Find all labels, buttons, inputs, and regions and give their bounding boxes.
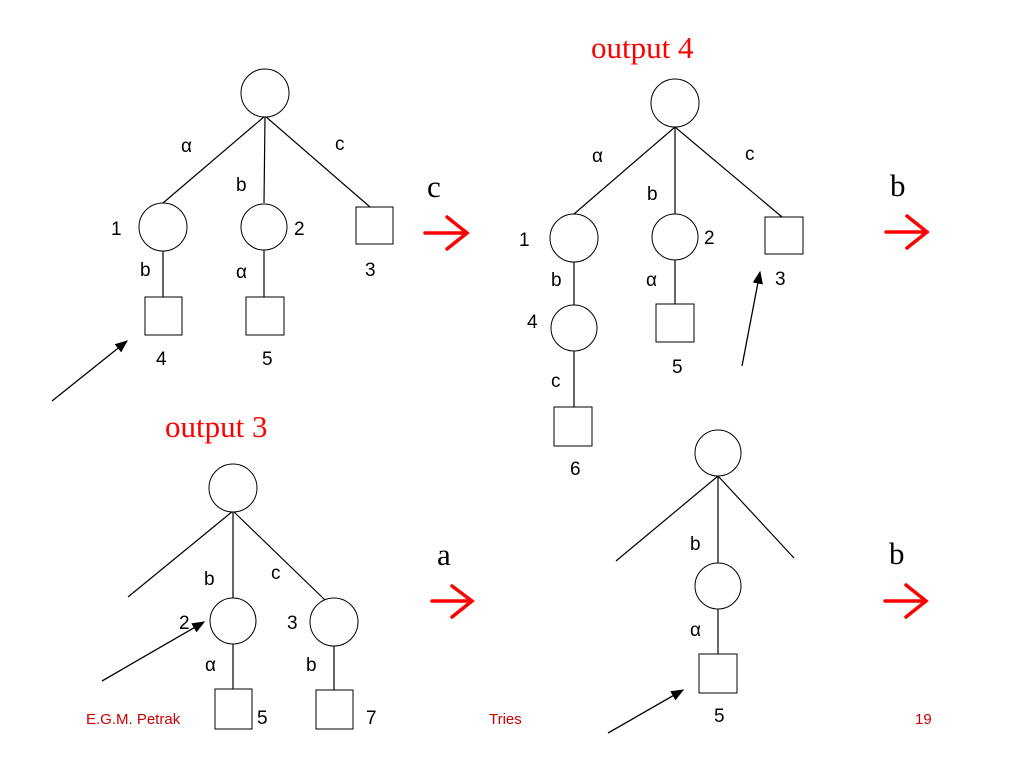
red-arrow-icon (883, 583, 929, 619)
edge-label-c: c (271, 563, 281, 584)
node-label-5: 5 (672, 357, 683, 378)
step-transition-c: c (423, 169, 470, 251)
node-label-3: 3 (365, 260, 376, 281)
output-title: output 4 (591, 30, 694, 65)
edge-label-b: b (140, 260, 151, 281)
node-2 (240, 203, 288, 251)
node-label-4: 4 (527, 312, 538, 333)
edge-label-b: b (551, 270, 562, 291)
edge-root-to-3 (232, 510, 326, 601)
edge-root-to-left (615, 475, 719, 562)
step-char: b (890, 168, 906, 203)
leaf-3 (764, 216, 804, 255)
red-arrow-icon (430, 584, 475, 619)
edge-label-c: c (551, 371, 561, 392)
leaf-5 (655, 303, 695, 343)
root-node (650, 78, 700, 128)
trie-bottom-left: output 3 b c 2 3 α b 5 7 (127, 409, 377, 730)
footer-topic: Tries (489, 711, 522, 728)
edge-label-b: b (647, 184, 658, 205)
root-node (208, 463, 258, 513)
edge-label-b: b (204, 569, 215, 590)
node-label-2: 2 (704, 228, 715, 249)
pointer-arrow (741, 270, 763, 367)
pointer-arrow (101, 621, 206, 682)
step-transition-a: a (430, 537, 475, 619)
edge-label-alpha: α (646, 270, 657, 291)
edge-root-to-2 (263, 115, 266, 204)
node-label-7: 7 (366, 708, 377, 729)
edge-label-alpha: α (236, 262, 247, 283)
leaf-4 (144, 296, 183, 336)
pointer-arrow (51, 340, 129, 402)
root-node (694, 429, 742, 477)
node-label-6: 6 (570, 459, 581, 480)
edge-root-to-3 (264, 115, 371, 208)
node-2 (651, 213, 699, 261)
red-arrow-icon (884, 214, 930, 250)
node-label-3: 3 (287, 613, 298, 634)
edge-label-c: c (745, 144, 755, 165)
node-label-1: 1 (519, 230, 530, 251)
step-transition-b: b (884, 168, 930, 250)
trie-bottom-right: b α 5 (615, 429, 795, 727)
edge-label-b: b (306, 655, 317, 676)
edge-label-alpha: α (205, 655, 216, 676)
edge-label-alpha: α (181, 136, 192, 157)
edge-label-b: b (236, 175, 247, 196)
step-char: b (889, 536, 905, 571)
node-1 (549, 213, 599, 263)
node-4 (550, 304, 598, 352)
node-label-5: 5 (262, 349, 273, 370)
step-transition-b: b (883, 536, 929, 619)
node-label-4: 4 (156, 349, 167, 370)
output-title: output 3 (165, 409, 267, 444)
node-label-3: 3 (775, 269, 786, 290)
leaf-5 (698, 653, 738, 694)
edge-root-to-1 (573, 126, 676, 215)
edge-label-c: c (335, 134, 345, 155)
edge-root-to-right (717, 475, 795, 559)
node-label-2: 2 (294, 219, 305, 240)
edge-root-to-left (127, 510, 234, 598)
edge-root-to-1 (162, 115, 266, 204)
trie-top-right: output 4 α b c 1 2 3 b α 4 5 c 6 (519, 30, 804, 480)
node-label-5: 5 (714, 706, 725, 727)
step-char: a (437, 537, 451, 572)
trie-top-left: α b c 1 2 3 b α 4 5 (111, 68, 394, 370)
leaf-3 (355, 206, 394, 245)
footer-page-number: 19 (915, 711, 932, 728)
node-label-2: 2 (179, 613, 190, 634)
leaf-7 (315, 689, 354, 730)
node-label-5: 5 (257, 708, 268, 729)
edge-label-alpha: α (592, 146, 603, 167)
edge-root-to-3 (674, 126, 783, 218)
red-arrow-icon (423, 215, 470, 251)
root-node (240, 68, 290, 118)
node-2 (209, 597, 257, 645)
pointer-arrow (607, 689, 685, 734)
node-3 (309, 597, 359, 647)
edge-label-b: b (690, 534, 701, 555)
leaf-6 (553, 406, 593, 447)
footer-author: E.G.M. Petrak (86, 711, 181, 728)
leaf-5 (214, 688, 253, 730)
step-char: c (427, 169, 441, 204)
node-1 (138, 202, 188, 252)
node-label-1: 1 (111, 219, 122, 240)
leaf-5 (245, 296, 285, 336)
edge-label-alpha: α (690, 620, 701, 641)
child-node (694, 562, 742, 610)
